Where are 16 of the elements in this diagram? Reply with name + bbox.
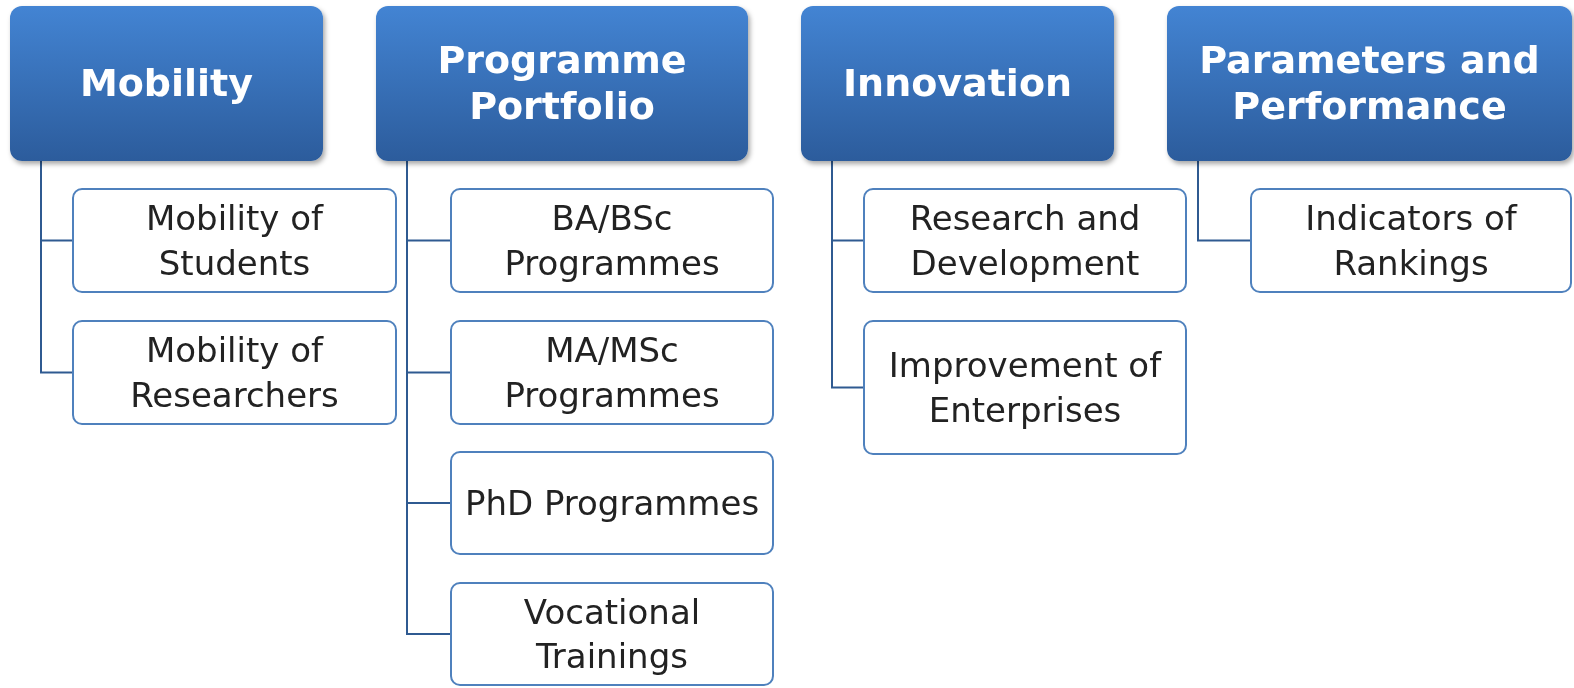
item-box: Vocational Trainings — [450, 582, 774, 686]
category-header-box: Programme Portfolio — [376, 6, 748, 161]
connector-line — [1197, 160, 1251, 242]
item-box: MA/MSc Programmes — [450, 320, 774, 425]
item-box: BA/BSc Programmes — [450, 188, 774, 293]
connector-line — [40, 160, 73, 374]
item-box: Mobility of Researchers — [72, 320, 397, 425]
category-header-box: Innovation — [801, 6, 1114, 161]
category-header-box: Parameters and Performance — [1167, 6, 1572, 161]
item-box: PhD Programmes — [450, 451, 774, 555]
category-header-box: Mobility — [10, 6, 323, 161]
connector-line — [831, 160, 864, 389]
item-box: Improvement of Enterprises — [863, 320, 1187, 455]
item-box: Mobility of Students — [72, 188, 397, 293]
item-box: Research and Development — [863, 188, 1187, 293]
item-box: Indicators of Rankings — [1250, 188, 1572, 293]
